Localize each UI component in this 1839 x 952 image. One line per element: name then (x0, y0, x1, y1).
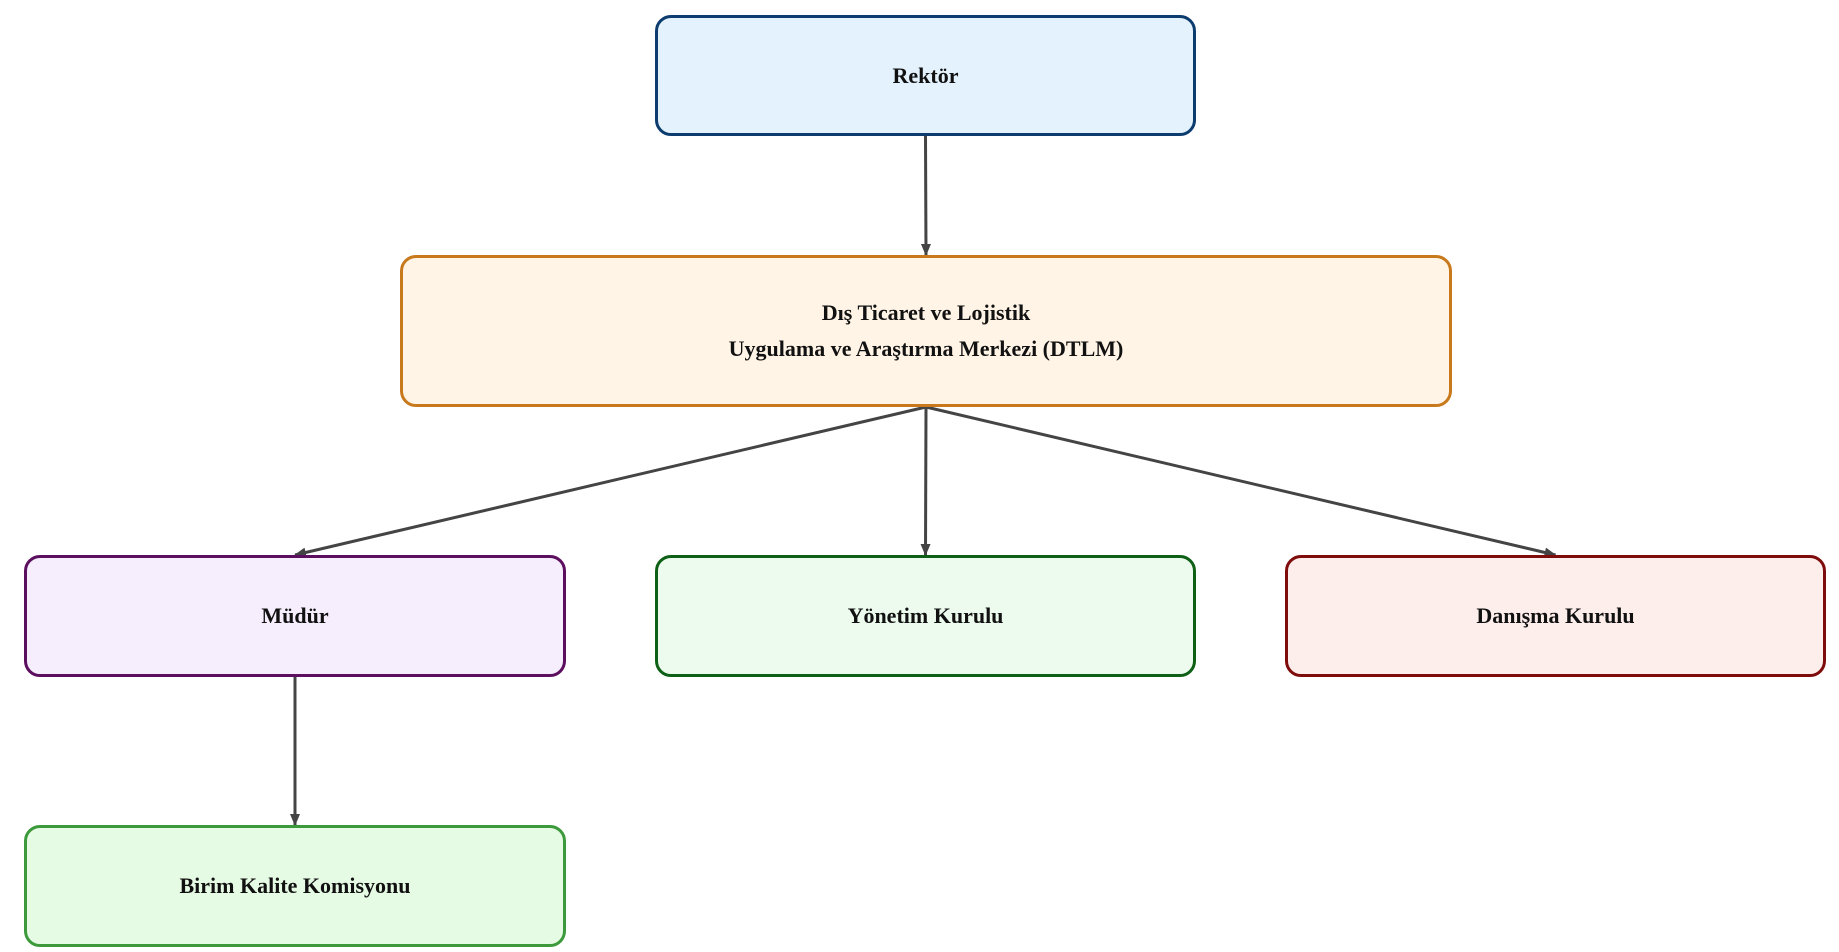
node-yonetim-kurulu-label: Yönetim Kurulu (847, 603, 1004, 628)
node-birim-kalite-komisyonu: Birim Kalite Komisyonu (24, 825, 566, 947)
node-mudur: Müdür (24, 555, 566, 677)
connector-dtlm-to-mudur (294, 405, 927, 558)
connector-rektor-to-dtlm (920, 135, 931, 256)
node-danisma-kurulu-label: Danışma Kurulu (1476, 603, 1635, 628)
connector-dtlm-to-danisma (925, 405, 1557, 558)
connector-dtlm-to-yonetim (920, 406, 931, 556)
node-yonetim-kurulu: Yönetim Kurulu (655, 555, 1196, 677)
node-rektor-label: Rektör (892, 62, 959, 88)
node-mudur-label: Müdür (261, 603, 329, 628)
node-birim-kalite-komisyonu-label: Birim Kalite Komisyonu (179, 873, 411, 898)
node-danisma-kurulu: Danışma Kurulu (1285, 555, 1826, 677)
node-dtlm-center: Dış Ticaret ve Lojistik Uygulama ve Araş… (400, 255, 1452, 407)
node-dtlm-label-line2: Uygulama ve Araştırma Merkezi (DTLM) (728, 336, 1124, 361)
node-dtlm-label-line1: Dış Ticaret ve Lojistik (821, 300, 1031, 325)
node-rektor: Rektör (655, 15, 1196, 136)
